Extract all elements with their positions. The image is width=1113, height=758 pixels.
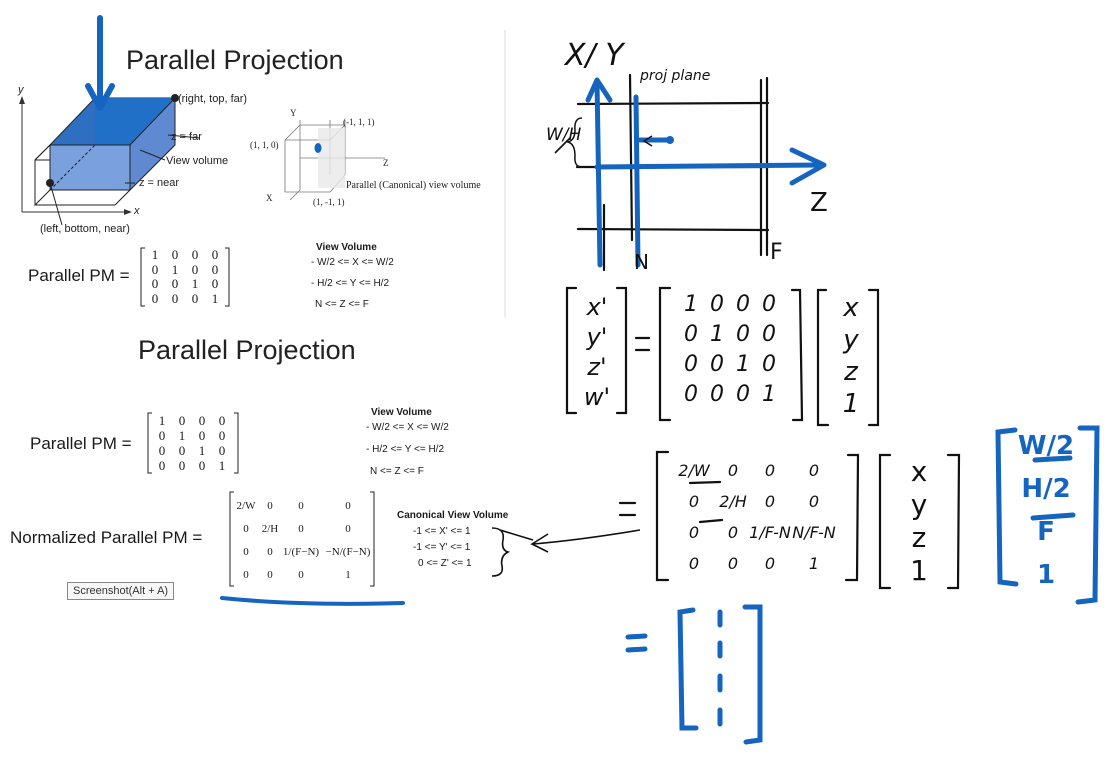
axis-y-label: y (18, 84, 24, 96)
norm-pm-label: Normalized Parallel PM = (10, 528, 203, 547)
label-left-bottom-near: (left, bottom, near) (40, 223, 130, 235)
hw-vector2: x y z 1 (910, 455, 928, 587)
top-vv-line3: N <= Z <= F (315, 299, 369, 310)
bottom-vv-line1: - W/2 <= X <= W/2 (366, 422, 449, 433)
label-right-top-far: (right, top, far) (178, 93, 248, 105)
label-view-volume: View volume (166, 155, 229, 167)
cv-line3: 0 <= Z' <= 1 (418, 558, 472, 569)
top-vv-line1: - W/2 <= X <= W/2 (311, 257, 394, 268)
hw-label-n: N (634, 250, 649, 274)
top-view-volume-title: View Volume (316, 242, 377, 253)
hw-vector1: x y z 1 (842, 293, 860, 419)
top-vv-line2: - H/2 <= Y <= H/2 (311, 278, 390, 289)
canon-caption: Parallel (Canonical) view volume (346, 180, 481, 191)
cv-line1: -1 <= X' <= 1 (413, 526, 471, 537)
canon-view-volume-title: Canonical View Volume (397, 510, 509, 521)
right-top-far-point (171, 94, 179, 102)
slide-top-title: Parallel Projection (126, 45, 344, 75)
screenshot-tooltip: Screenshot(Alt + A) (67, 582, 175, 600)
bottom-vv-line3: N <= Z <= F (370, 466, 424, 477)
canon-pt-left: (1, 1, 0) (250, 140, 279, 150)
canon-z-label: Z (383, 158, 389, 168)
hw-blue-vector: W/2 H/2 F 1 (1017, 431, 1075, 590)
slide-bottom-title: Parallel Projection (138, 335, 356, 365)
label-z-far: z = far (171, 131, 202, 143)
cv-line2: -1 <= Y' <= 1 (413, 542, 471, 553)
top-pm-label: Parallel PM = (28, 266, 130, 285)
hw-axis-xy: X/ Y (565, 38, 624, 73)
hw-lhs-vector: x' y' z' w' (583, 293, 611, 411)
hw-axis-z: Z (810, 188, 828, 218)
hw-wh: W/H (546, 125, 582, 145)
hw-label-f: F (770, 240, 783, 265)
bottom-pm-label: Parallel PM = (30, 434, 132, 453)
canon-x-label: X (266, 193, 273, 203)
canon-pt-bottom: (1, -1, 1) (313, 197, 345, 207)
bottom-vv-line2: - H/2 <= Y <= H/2 (366, 444, 445, 455)
canon-pt-top: (-1, 1, 1) (343, 117, 375, 127)
view-volume-figure (19, 15, 385, 226)
label-z-near: z = near (139, 177, 180, 189)
axis-x-label: x (134, 205, 140, 217)
canon-y-label: Y (290, 108, 297, 118)
canon-point (314, 143, 322, 153)
hw-proj-plane: proj plane (640, 68, 711, 84)
bottom-view-volume-title: View Volume (371, 407, 432, 418)
